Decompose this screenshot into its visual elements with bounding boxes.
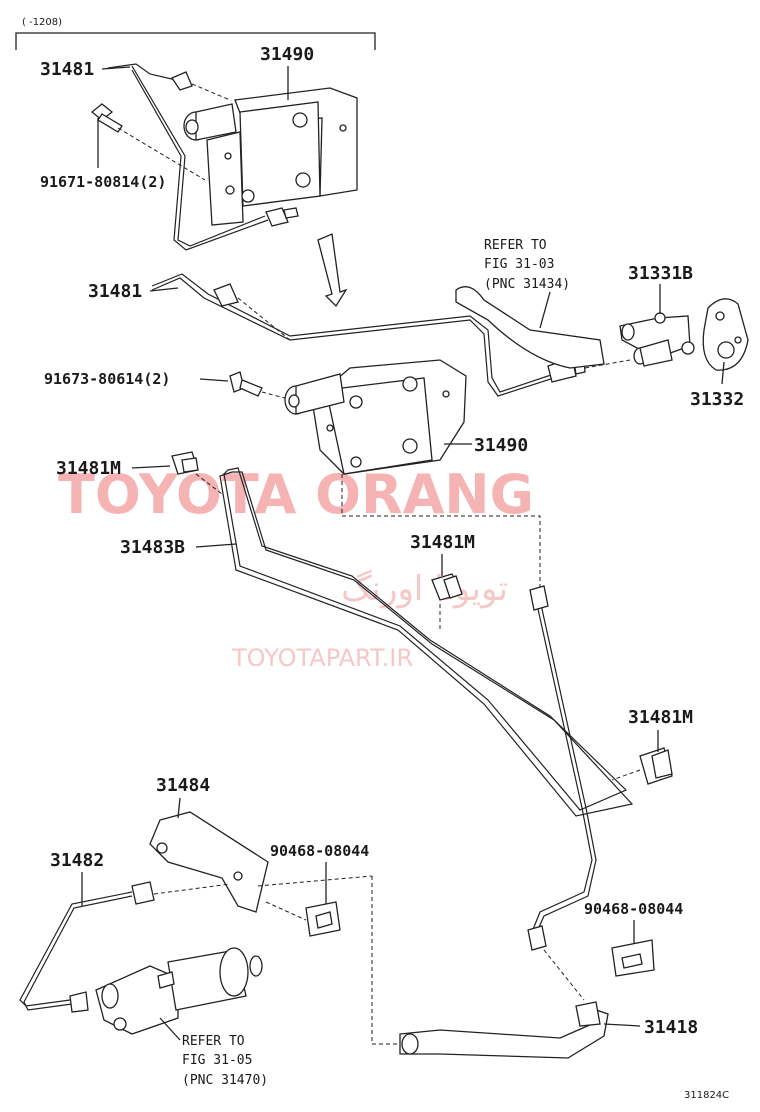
- bracket-assembly-middle: [284, 359, 467, 475]
- refer-fig-31-03-line3: (PNC 31434): [484, 277, 570, 292]
- label-31481-top: 31481: [40, 59, 94, 80]
- pipe-31483B: [223, 467, 628, 811]
- refer-fig-31-05-line3: (PNC 31470): [182, 1073, 268, 1088]
- pipe-31482: [19, 891, 133, 1007]
- bolt-upper-leader: [117, 127, 206, 181]
- clip-90468-left: [305, 901, 341, 937]
- gasket-31332: [702, 298, 749, 371]
- bolt-middle: [229, 371, 263, 397]
- figure-code: 311824C: [684, 1090, 729, 1101]
- refer-fig-31-05-line2: FIG 31-05: [182, 1053, 252, 1068]
- label-31332: 31332: [690, 389, 744, 410]
- refer-fig-31-03-line1: REFER TO: [484, 238, 547, 253]
- release-cylinder: [95, 947, 263, 1035]
- label-31481M-b: 31481M: [410, 532, 475, 553]
- label-31331B: 31331B: [628, 263, 693, 284]
- pipe-fitting-middle: [213, 283, 239, 307]
- clip-90468-right: [611, 939, 655, 977]
- label-31481M-a: 31481M: [56, 458, 121, 479]
- clip-31481M-b: [431, 573, 463, 601]
- flex-hose-31418: [399, 1001, 609, 1059]
- date-range-label: ( -1208): [22, 17, 62, 28]
- label-31484: 31484: [156, 775, 210, 796]
- direction-arrow: [317, 233, 348, 308]
- watermark-brand: TOYOTA ORANG: [58, 463, 534, 526]
- label-31490-top: 31490: [260, 44, 314, 65]
- watermark-persian: تویوتا اورنگ: [341, 569, 508, 609]
- label-clip-90468-right: 90468-08044: [584, 900, 683, 918]
- union-31331B: [619, 312, 695, 367]
- label-31481M-c: 31481M: [628, 707, 693, 728]
- date-range-bracket: [15, 32, 376, 50]
- pipe-31481-upper: [107, 63, 177, 81]
- pipe-to-hose: [531, 599, 593, 933]
- refer-fig-31-03-line2: FIG 31-03: [484, 257, 554, 272]
- label-31482: 31482: [50, 850, 104, 871]
- watermark-site: TOYOTAPART.IR: [231, 644, 413, 672]
- clip-31481M-c: [639, 747, 673, 785]
- bracket-31484: [149, 811, 269, 913]
- clip-31481M-a: [171, 451, 199, 475]
- label-clip-90468-left: 90468-08044: [270, 842, 369, 860]
- label-31490-mid: 31490: [474, 435, 528, 456]
- hose-fig-31-03: [455, 286, 605, 369]
- bracket-assembly-upper: [183, 87, 358, 226]
- label-31481-mid: 31481: [88, 281, 142, 302]
- label-bolt-91673: 91673-80614(2): [44, 370, 170, 388]
- refer-fig-31-05-line1: REFER TO: [182, 1034, 245, 1049]
- label-31483B: 31483B: [120, 537, 185, 558]
- bolt-upper: [90, 103, 123, 133]
- label-bolt-91671: 91671-80814(2): [40, 173, 166, 191]
- pipe-31481-middle: [151, 273, 561, 393]
- pipe-fitting-upper: [171, 71, 193, 91]
- label-31418: 31418: [644, 1017, 698, 1038]
